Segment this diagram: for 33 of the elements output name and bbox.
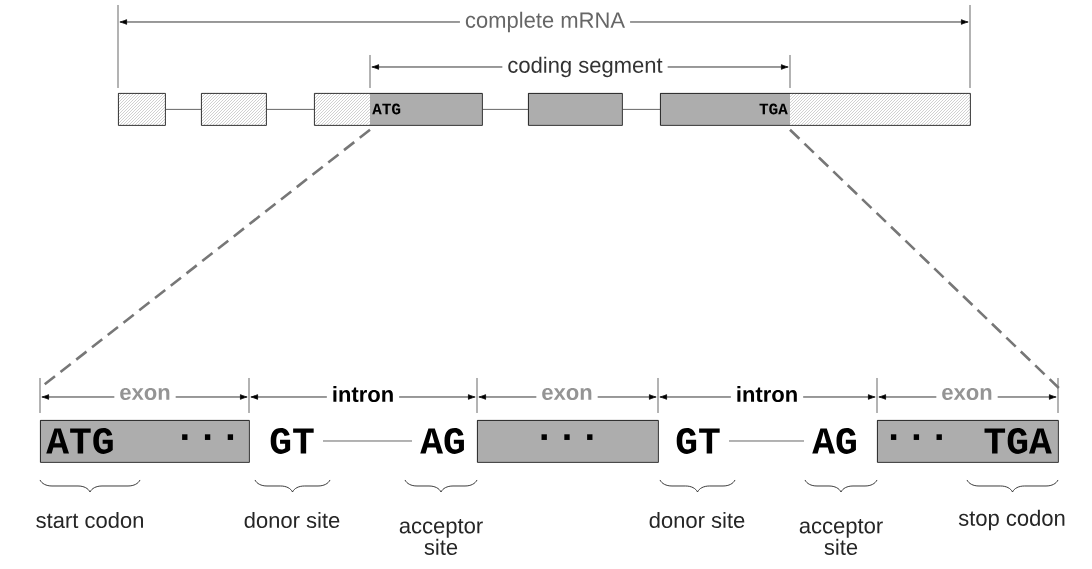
dim-label: exon [114, 386, 176, 402]
intron-line [165, 109, 202, 110]
brace-label: acceptor site [799, 519, 883, 555]
brace-label: acceptor site [399, 519, 483, 555]
exon-box: TGA [660, 93, 971, 126]
exon-box [118, 93, 166, 126]
dim-label: coding segment [502, 55, 668, 79]
brace-label: donor site [649, 511, 745, 529]
zoom-line [789, 128, 1060, 389]
exon-box: ··· TGA [877, 420, 1059, 463]
exon-box [201, 93, 267, 126]
exon-box: ATG [314, 93, 483, 126]
exon-box [528, 93, 623, 126]
intron-line [266, 109, 315, 110]
brace-label: start codon [36, 511, 143, 529]
intron-line [322, 440, 413, 442]
brace-label: donor site [244, 511, 340, 529]
intron-line [728, 440, 805, 442]
dim-label: exon [536, 386, 598, 402]
splice-site: GT [270, 428, 314, 454]
brace-label: stop codon [958, 509, 1065, 531]
dim-label: intron [326, 384, 400, 404]
dim-label: exon [936, 386, 998, 402]
exon-box: ··· [477, 420, 659, 463]
intron-line [482, 109, 529, 110]
splice-site: AG [420, 428, 464, 454]
exon-box: ATG ··· [40, 420, 250, 463]
dim-label: intron [730, 384, 804, 404]
intron-line [622, 109, 661, 110]
splice-site: GT [676, 428, 720, 454]
exon-box [660, 93, 790, 125]
dim-label: complete mRNA [459, 10, 631, 34]
splice-site: AG [812, 428, 856, 454]
